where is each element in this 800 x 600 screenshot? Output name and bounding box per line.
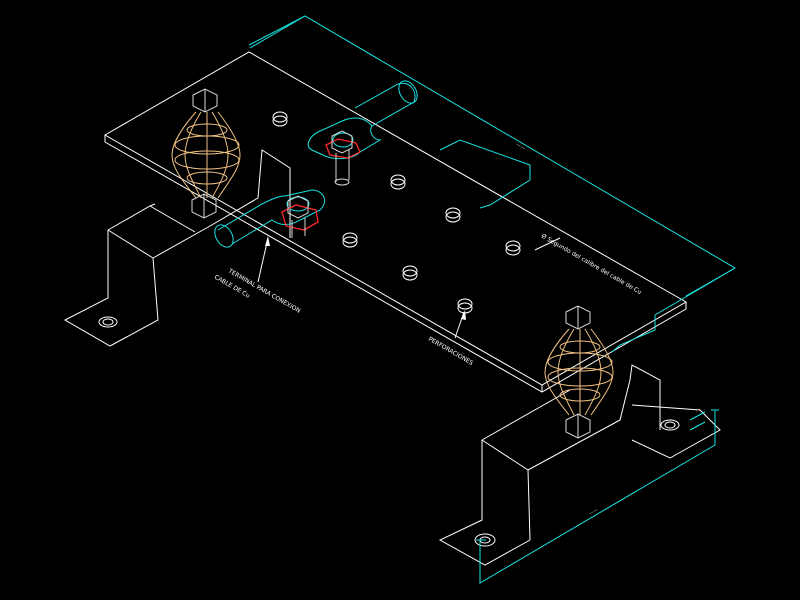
hole-icon (272, 111, 288, 127)
bolt-icon (325, 130, 361, 186)
perforations-label: PERFORACIONES (427, 336, 474, 367)
hole-icon (505, 240, 521, 256)
busbar-plate (103, 51, 688, 393)
dimension-lines (248, 15, 736, 584)
hole-icon (402, 265, 418, 281)
hole-icon (390, 174, 406, 190)
leader-lines (257, 236, 561, 339)
hole-icon (342, 232, 358, 248)
insulator-icon (171, 88, 241, 219)
right-mounting-bracket (438, 364, 721, 566)
dimension-text: —·— (516, 142, 527, 151)
insulator-icon (544, 305, 614, 439)
dimension-text: —·— (588, 507, 599, 516)
perforations (272, 111, 521, 314)
left-mounting-bracket (63, 149, 291, 347)
hole-icon (445, 207, 461, 223)
cable-terminal-icon (307, 80, 418, 160)
cable-terminal-icon (214, 189, 325, 248)
diameter-note: Ø Segundo del calibre del cable de Cu (540, 233, 643, 296)
bolt-icon (281, 195, 319, 238)
